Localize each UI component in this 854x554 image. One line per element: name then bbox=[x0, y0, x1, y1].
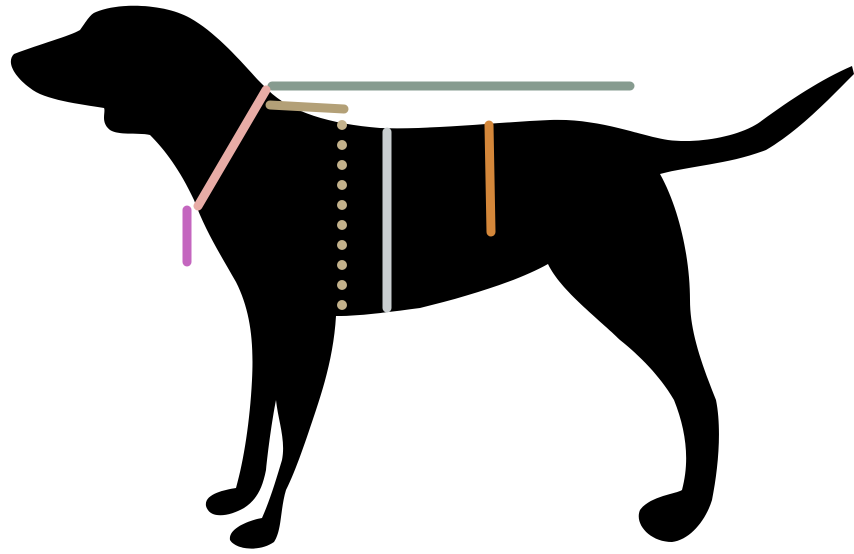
waist-girth-line bbox=[489, 125, 491, 232]
shoulder-top-line bbox=[270, 105, 344, 109]
